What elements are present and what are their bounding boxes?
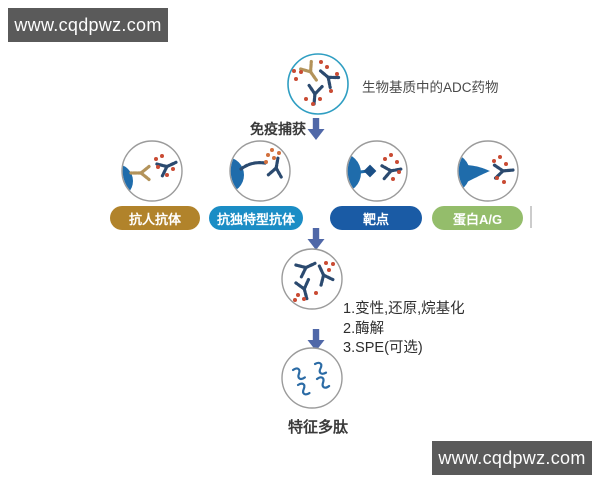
circle-border: [281, 347, 343, 409]
capture-arm-icon: [239, 161, 267, 171]
target-diamond-icon: [363, 164, 377, 178]
antibody-icon: [318, 69, 341, 90]
method-pill-anti-human: 抗人抗体: [110, 206, 200, 230]
processing-step: 2.酶解: [343, 320, 385, 337]
capture-circle-protein-ag: [457, 140, 519, 202]
arrow-down-icon: [307, 329, 325, 351]
immunocapture-label: 免疫捕获: [250, 121, 306, 137]
capture-circle-target: [346, 140, 408, 202]
protein-ag-funnel-icon: [467, 165, 490, 182]
antibody-icon: [294, 261, 317, 279]
processing-steps: 1.变性,还原,烷基化 2.酶解 3.SPE(可选): [343, 300, 465, 359]
payload-dots-icon: [264, 148, 281, 164]
adc-antibody-icon: [380, 164, 403, 181]
antibody-icon: [317, 264, 335, 287]
watermark-text: www.cqdpwz.com: [14, 14, 162, 35]
method-label: 靶点: [362, 211, 389, 227]
sample-label: 生物基质中的ADC药物: [362, 80, 499, 95]
signature-peptides-circle: [281, 347, 343, 409]
processing-step: 3.SPE(可选): [343, 340, 423, 356]
adc-antibody-icon: [155, 160, 178, 178]
method-pill-anti-idiotype: 抗独特型抗体: [209, 206, 303, 230]
capture-circle-anti-human: [121, 140, 183, 202]
processing-step: 1.变性,还原,烷基化: [343, 301, 465, 317]
arrow-down-icon: [307, 118, 325, 140]
bead-icon: [347, 153, 361, 193]
bead-icon: [230, 157, 244, 193]
payload-dots-icon: [154, 154, 175, 177]
antibody-icon: [294, 277, 311, 301]
watermark-bottom: www.cqdpwz.com: [432, 441, 592, 475]
payload-dots-icon: [383, 153, 401, 181]
adc-sample-circle: [287, 53, 349, 115]
method-label: 抗独特型抗体: [216, 211, 295, 227]
payload-dots-icon: [292, 60, 339, 106]
method-pill-target: 靶点: [330, 206, 422, 230]
watermark-top: www.cqdpwz.com: [8, 8, 168, 42]
arrow-down-icon: [307, 228, 325, 250]
capture-circle-anti-idiotype: [229, 140, 291, 202]
method-label: 蛋白A/G: [452, 211, 503, 227]
circle-border: [121, 140, 183, 202]
payload-dots-icon: [293, 261, 335, 302]
antibody-icon: [299, 59, 318, 82]
result-label: 特征多肽: [288, 419, 349, 436]
antibody-icon: [307, 83, 324, 106]
payload-dots-icon: [492, 155, 508, 184]
circle-border: [287, 53, 349, 115]
method-label: 抗人抗体: [128, 211, 181, 227]
method-pill-protein-ag: 蛋白A/G: [432, 206, 523, 230]
circle-border: [229, 140, 291, 202]
captured-antibodies-circle: [281, 248, 343, 310]
adc-antibody-icon: [266, 156, 283, 179]
peptide-squiggle-icon: [291, 361, 331, 396]
crop-edge-line: [530, 206, 532, 228]
capture-antibody-icon: [129, 164, 151, 182]
watermark-text: www.cqdpwz.com: [438, 447, 586, 468]
